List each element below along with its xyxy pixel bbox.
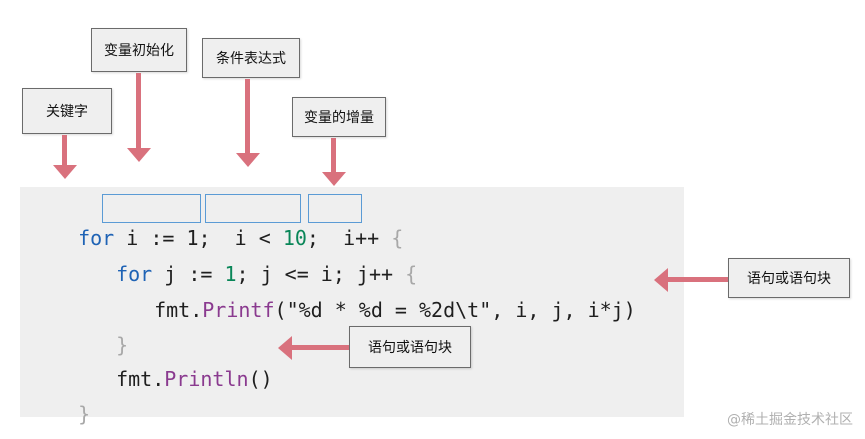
arrow-statement-mid — [292, 345, 349, 350]
arrow-statement-right — [668, 277, 728, 282]
condition-semicolon: ; — [306, 226, 319, 250]
inner-rest: ; j <= i; j++ — [236, 262, 406, 286]
arrow-condition — [245, 79, 250, 153]
condition-var: i — [234, 226, 247, 250]
dot-2: . — [152, 367, 165, 391]
code-line-4: } — [92, 300, 128, 357]
code-line-6: } — [54, 369, 90, 426]
fmt-package: fmt — [154, 298, 191, 322]
increment-expression: i++ — [343, 226, 380, 250]
label-condition: 条件表达式 — [202, 38, 300, 78]
label-keyword: 关键字 — [22, 88, 112, 134]
condition-highlight-box — [205, 194, 301, 223]
keyword-for: for — [78, 226, 115, 250]
label-init: 变量初始化 — [91, 28, 187, 72]
inner-close-brace: } — [116, 333, 129, 357]
open-paren: ( — [274, 298, 287, 322]
arrow-init — [136, 73, 141, 148]
dot: . — [190, 298, 203, 322]
inner-assign: := — [188, 262, 225, 286]
inner-init-number: 1 — [224, 262, 237, 286]
format-string: "%d * %d = %2d\t" — [286, 298, 492, 322]
watermark: @稀土掘金技术社区 — [727, 412, 853, 428]
printf-function: Printf — [202, 298, 275, 322]
close-paren: ) — [623, 298, 636, 322]
code-line-2: for j := 1; j <= i; j++ { — [92, 229, 417, 286]
code-block-background — [20, 187, 684, 417]
condition-number: 10 — [282, 226, 307, 250]
label-statement-right: 语句或语句块 — [728, 258, 850, 298]
arrow-increment — [331, 138, 336, 172]
open-brace: { — [391, 226, 404, 250]
init-highlight-box — [102, 194, 201, 223]
condition-op: < — [246, 226, 283, 250]
fmt-package-2: fmt — [116, 367, 153, 391]
println-function: Println — [164, 367, 249, 391]
label-increment: 变量的增量 — [292, 97, 386, 137]
init-expression: i := 1; — [126, 226, 211, 250]
printf-args: , i, j, i*j — [491, 298, 624, 322]
arrow-keyword — [62, 135, 67, 165]
outer-close-brace: } — [78, 402, 91, 426]
inner-var: j — [152, 262, 189, 286]
code-line-5: fmt.Println() — [92, 334, 273, 391]
increment-highlight-box — [308, 194, 362, 223]
keyword-for-inner: for — [116, 262, 153, 286]
println-parens: () — [248, 367, 273, 391]
code-line-3: fmt.Printf("%d * %d = %2d\t", i, j, i*j) — [130, 265, 636, 322]
inner-open-brace: { — [405, 262, 418, 286]
code-line-1: for i := 1; i < 10; i++ { — [54, 193, 403, 250]
label-statement-mid: 语句或语句块 — [349, 326, 471, 368]
